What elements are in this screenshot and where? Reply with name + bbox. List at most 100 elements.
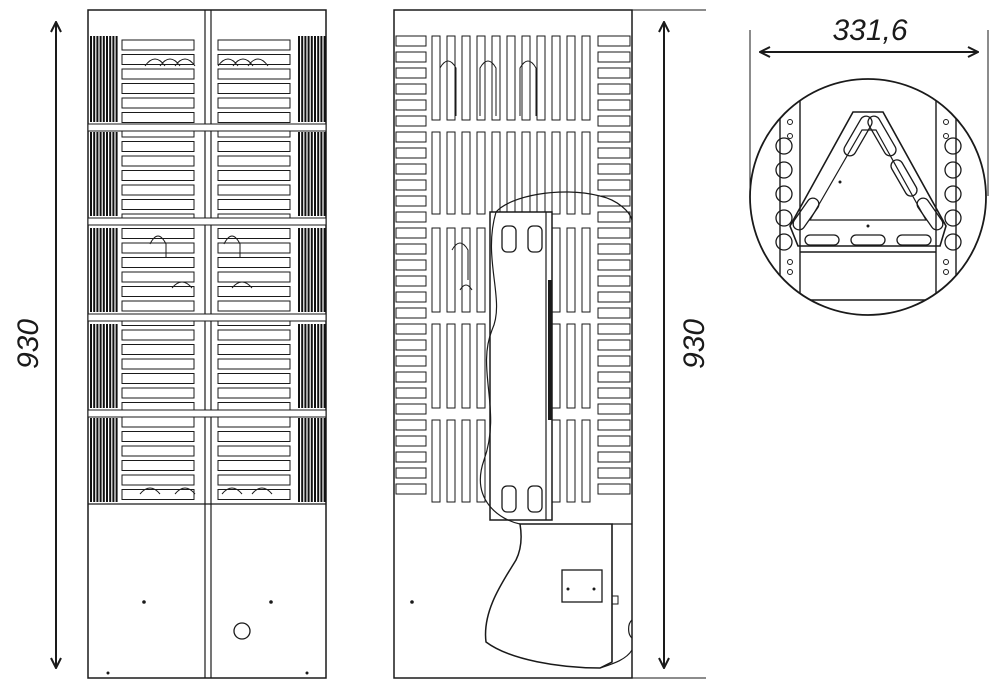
heat-fin xyxy=(304,418,307,502)
heat-fin xyxy=(112,36,115,122)
grille-slat xyxy=(121,300,195,312)
side-slat xyxy=(395,147,427,159)
side-height-label: 930 xyxy=(678,319,711,369)
rivet xyxy=(787,259,793,265)
heat-fin xyxy=(102,36,105,122)
heat-fin xyxy=(320,132,323,216)
heat-fin xyxy=(298,36,300,122)
heat-fin xyxy=(320,324,323,408)
heat-fin xyxy=(307,36,310,122)
side-slat xyxy=(597,227,631,239)
side-slat xyxy=(395,179,427,191)
grille-slat xyxy=(217,300,291,312)
side-slat xyxy=(597,211,631,223)
heat-fin xyxy=(96,418,99,502)
mount-hole xyxy=(944,233,962,251)
grille-slat xyxy=(217,257,291,268)
heat-fin xyxy=(102,418,105,502)
rivet xyxy=(787,119,793,125)
grille-slat xyxy=(217,141,291,152)
heating-rod xyxy=(566,35,576,121)
heating-rod xyxy=(566,323,576,409)
side-slat xyxy=(597,291,631,303)
mount-hole xyxy=(944,161,962,179)
grille-slat xyxy=(217,431,291,442)
heat-fin xyxy=(314,132,316,216)
side-slat xyxy=(395,467,427,479)
side-slat xyxy=(395,403,427,415)
heat-fin xyxy=(93,36,96,122)
side-slat xyxy=(395,275,427,287)
side-view xyxy=(393,9,706,679)
side-body-outline xyxy=(393,9,633,679)
heating-rod xyxy=(566,419,576,503)
heat-fin xyxy=(99,228,102,312)
heating-rod xyxy=(431,323,441,409)
side-slat xyxy=(597,467,631,479)
mount-hole xyxy=(944,185,962,203)
side-slat xyxy=(395,419,427,431)
heating-rod xyxy=(581,131,591,215)
top-triangle-slots xyxy=(792,115,944,246)
heat-fin xyxy=(96,36,99,122)
side-slat xyxy=(597,51,631,63)
front-height-label: 930 xyxy=(12,319,45,369)
grille-slat xyxy=(121,257,195,268)
heating-rod xyxy=(551,35,561,121)
heating-rod xyxy=(551,227,561,313)
grille-slat xyxy=(217,184,291,196)
side-slat xyxy=(597,307,631,319)
rivet xyxy=(943,259,949,265)
heating-rod xyxy=(551,323,561,409)
heating-rod xyxy=(446,419,456,503)
grille-slat xyxy=(217,97,291,109)
grille-slat xyxy=(121,344,195,355)
grille-slat xyxy=(121,489,195,500)
mount-hole xyxy=(775,185,793,203)
heating-rod xyxy=(461,35,471,121)
front-body-outline xyxy=(87,9,327,679)
grille-slat xyxy=(217,170,291,181)
heat-fin xyxy=(115,418,118,502)
grille-slat xyxy=(121,286,195,297)
heat-fin xyxy=(106,228,108,312)
grille-slat xyxy=(217,373,291,384)
rivet xyxy=(787,269,793,275)
grille-slat xyxy=(121,228,195,239)
heat-fin xyxy=(93,324,96,408)
side-slat xyxy=(597,67,631,79)
heating-rod xyxy=(566,227,576,313)
heat-fin xyxy=(323,36,326,122)
grille-slat xyxy=(217,54,291,65)
heat-fin xyxy=(96,228,99,312)
heating-rod xyxy=(476,131,486,215)
side-control-box xyxy=(489,211,553,521)
heat-fin xyxy=(106,132,108,216)
heat-fin xyxy=(96,132,99,216)
heat-fin xyxy=(304,132,307,216)
rivet xyxy=(943,119,949,125)
grille-slat xyxy=(217,155,291,167)
heat-fin xyxy=(301,36,304,122)
heat-fin xyxy=(320,228,323,312)
side-slat xyxy=(597,451,631,463)
side-slat xyxy=(395,99,427,111)
heat-fin xyxy=(99,132,102,216)
heat-fin xyxy=(301,228,304,312)
heat-fin xyxy=(115,228,118,312)
support-rail xyxy=(87,409,327,418)
top-outer-circle xyxy=(749,78,987,316)
heating-rod xyxy=(491,35,501,121)
heat-fin xyxy=(109,36,112,122)
heat-fin xyxy=(298,418,300,502)
side-heating-element-coils xyxy=(439,60,537,291)
side-slat xyxy=(597,99,631,111)
heat-fin xyxy=(298,324,300,408)
heat-fin xyxy=(323,132,326,216)
grille-slat xyxy=(121,170,195,181)
heat-fin xyxy=(314,228,316,312)
grille-slat xyxy=(121,97,195,109)
heat-fin xyxy=(317,418,320,502)
grille-slat xyxy=(217,242,291,254)
grille-slat xyxy=(121,460,195,471)
